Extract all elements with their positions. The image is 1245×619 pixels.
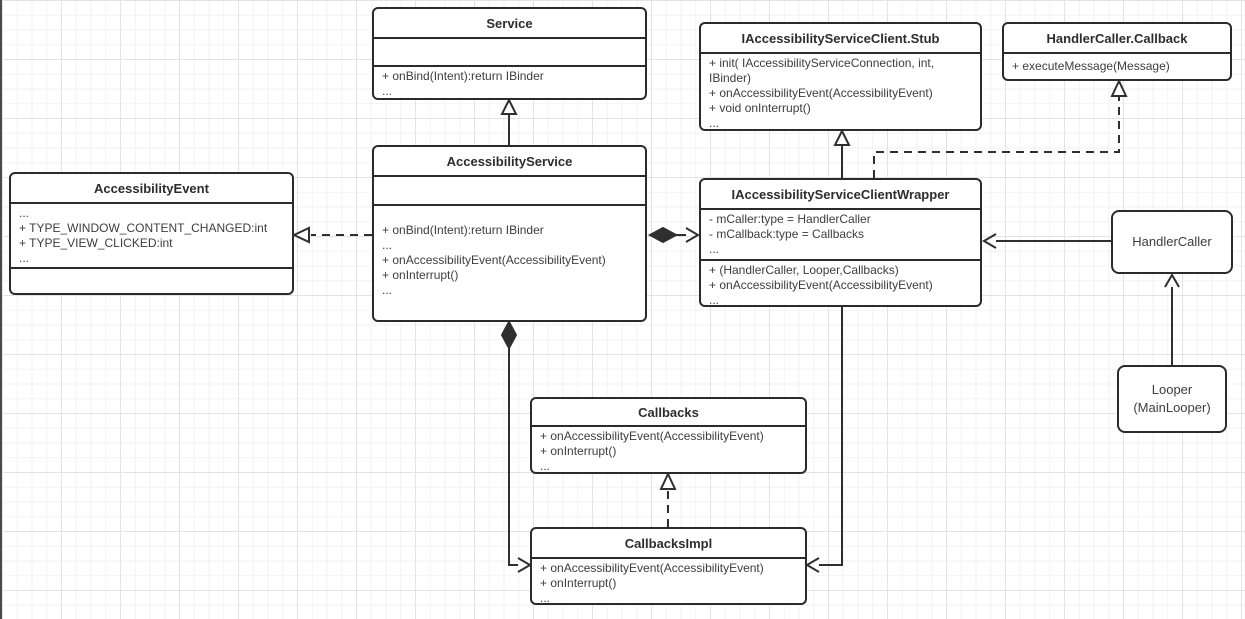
method-line: + onBind(Intent):return IBinder [382,69,544,83]
class-callbacks-title: Callbacks [532,399,805,427]
attribute-line: + TYPE_WINDOW_CONTENT_CHANGED:int [19,221,268,235]
class-handler-callback-methods: + executeMessage(Message) [1004,54,1230,79]
class-callbacks-impl-title: CallbacksImpl [532,529,805,559]
connector-dependency-accessibility-event[interactable] [291,226,372,244]
class-callbacks-methods: + onAccessibilityEvent(AccessibilityEven… [532,427,805,473]
connector-composition-wrapper[interactable] [647,226,700,244]
class-service-attributes [374,39,645,67]
class-accessibility-service[interactable]: AccessibilityService + onBind(Intent):re… [372,145,647,322]
node-looper[interactable]: Looper (MainLooper) [1117,365,1227,433]
class-service[interactable]: Service + onBind(Intent):return IBinder … [372,7,647,100]
method-line: + onInterrupt() [540,444,617,458]
class-handler-callback[interactable]: HandlerCaller.Callback + executeMessage(… [1002,22,1232,81]
method-line: + onAccessibilityEvent(AccessibilityEven… [382,253,606,267]
method-line: + onBind(Intent):return IBinder [382,223,544,237]
class-accessibility-service-methods: + onBind(Intent):return IBinder ... + on… [374,206,645,320]
method-line: + onAccessibilityEvent(AccessibilityEven… [709,278,933,292]
class-accessibility-event-attributes: ... + TYPE_WINDOW_CONTENT_CHANGED:int + … [11,204,292,269]
method-line: + onAccessibilityEvent(AccessibilityEven… [709,86,933,100]
class-accessibility-event[interactable]: AccessibilityEvent ... + TYPE_WINDOW_CON… [9,172,294,295]
method-line: ... [709,293,720,307]
method-line: + (HandlerCaller, Looper,Callbacks) [709,263,899,277]
node-looper-sublabel: (MainLooper) [1133,400,1211,415]
class-handler-callback-title: HandlerCaller.Callback [1004,24,1230,54]
method-line: ... [709,116,720,130]
method-line: ... [382,84,393,98]
attribute-line: - mCaller:type = HandlerCaller [709,212,871,226]
method-line: + onAccessibilityEvent(AccessibilityEven… [540,429,764,443]
connector-generalization-stub[interactable] [833,128,851,178]
class-service-methods: + onBind(Intent):return IBinder ... [374,67,645,98]
connector-composition-callbacksimpl[interactable] [500,319,532,573]
class-stub-methods: + init( IAccessibilityServiceConnection,… [701,54,980,130]
method-line: ... [382,283,393,297]
connector-generalization-service[interactable] [500,97,518,145]
method-line: + onInterrupt() [540,576,617,590]
class-wrapper-methods: + (HandlerCaller, Looper,Callbacks) + on… [701,261,980,307]
attribute-line: + TYPE_VIEW_CLICKED:int [19,236,173,250]
class-accessibility-service-attributes [374,177,645,206]
connector-realization-callbacks[interactable] [659,471,677,527]
class-accessibility-event-title: AccessibilityEvent [11,174,292,204]
connector-association-handlercaller-wrapper[interactable] [982,233,1111,249]
class-wrapper-attributes: - mCaller:type = HandlerCaller - mCallba… [701,210,980,261]
attribute-line: - mCallback:type = Callbacks [709,227,865,241]
method-line: + onInterrupt() [382,268,459,282]
node-handler-caller[interactable]: HandlerCaller [1111,210,1233,274]
method-line: ... [540,459,551,473]
class-wrapper-title: IAccessibilityServiceClientWrapper [701,180,980,210]
attribute-line: ... [19,251,30,265]
class-service-title: Service [374,9,645,39]
node-handler-caller-label: HandlerCaller [1132,234,1212,249]
class-accessibility-service-title: AccessibilityService [374,147,645,177]
attribute-line: ... [709,242,720,256]
method-line: ... [382,238,393,252]
method-line: + onAccessibilityEvent(AccessibilityEven… [540,561,764,575]
node-looper-label: Looper [1151,382,1193,397]
class-accessibility-event-methods [11,269,292,293]
class-wrapper[interactable]: IAccessibilityServiceClientWrapper - mCa… [699,178,982,307]
method-line: + init( IAccessibilityServiceConnection,… [709,56,935,85]
connector-association-wrapper-callbacksimpl[interactable] [805,307,843,573]
method-line: + void onInterrupt() [709,101,811,115]
class-callbacks-impl[interactable]: CallbacksImpl + onAccessibilityEvent(Acc… [530,527,807,605]
method-line: + executeMessage(Message) [1012,59,1170,73]
class-stub-title: IAccessibilityServiceClient.Stub [701,24,980,54]
connector-association-looper-handlercaller[interactable] [1164,273,1180,365]
class-callbacks-impl-methods: + onAccessibilityEvent(AccessibilityEven… [532,559,805,605]
attribute-line: ... [19,206,30,220]
class-stub[interactable]: IAccessibilityServiceClient.Stub + init(… [699,22,982,131]
connector-realization-handler-callback[interactable] [873,78,1128,178]
class-callbacks[interactable]: Callbacks + onAccessibilityEvent(Accessi… [530,397,807,474]
method-line: ... [540,591,551,605]
